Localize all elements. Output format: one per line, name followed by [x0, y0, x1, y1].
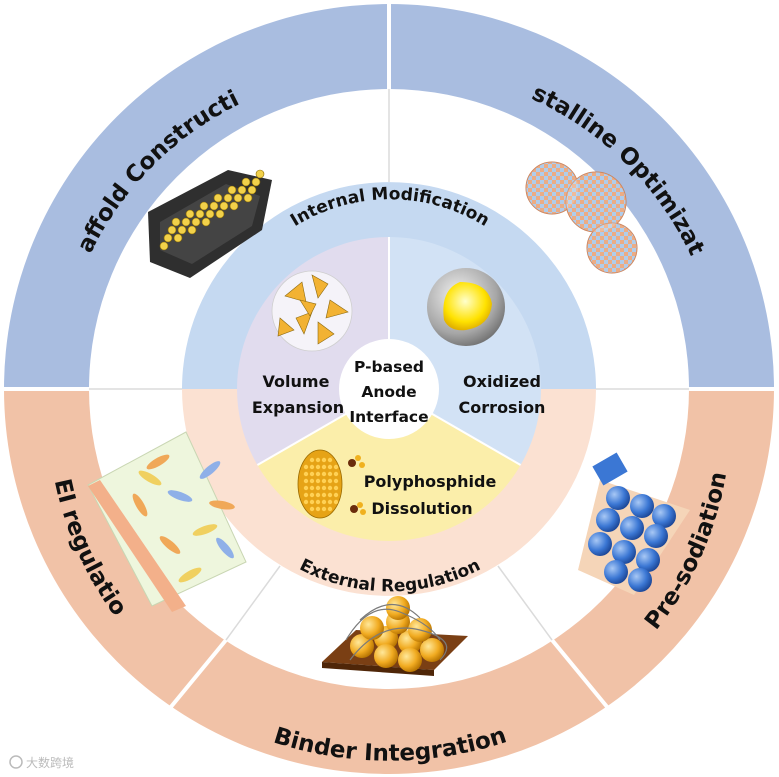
label-oxidized-line2: Corrosion	[459, 398, 546, 417]
label-center-line3: Interface	[349, 408, 428, 426]
polyphosphide-illustration	[297, 449, 366, 519]
label-polyphosphide-line2: Dissolution	[371, 499, 472, 518]
crystalline-illustration	[525, 161, 638, 274]
label-volume-line2: Expansion	[252, 398, 344, 417]
watermark-text: 大数跨境	[26, 755, 74, 770]
label-polyphosphide-line1: Polyphosphide	[364, 472, 497, 491]
divider-bottom-left	[168, 638, 228, 710]
scaffold-illustration	[148, 169, 272, 278]
label-volume-line1: Volume	[263, 372, 330, 391]
oxidized-corrosion-illustration	[427, 268, 505, 346]
divider-bl-inner	[225, 565, 281, 641]
watermark-icon	[9, 755, 23, 769]
watermark: 大数跨境	[9, 755, 74, 770]
center-circle	[339, 339, 439, 439]
divider-bottom-right	[550, 638, 610, 710]
binder-illustration	[322, 596, 468, 676]
divider-br-inner	[497, 565, 553, 641]
label-oxidized-line1: Oxidized	[463, 372, 541, 391]
sei-illustration	[87, 431, 247, 612]
label-center-line2: Anode	[361, 383, 416, 401]
presodiation-illustration	[578, 452, 690, 595]
volume-expansion-illustration	[271, 270, 353, 352]
label-center-line1: P-based	[354, 358, 424, 376]
